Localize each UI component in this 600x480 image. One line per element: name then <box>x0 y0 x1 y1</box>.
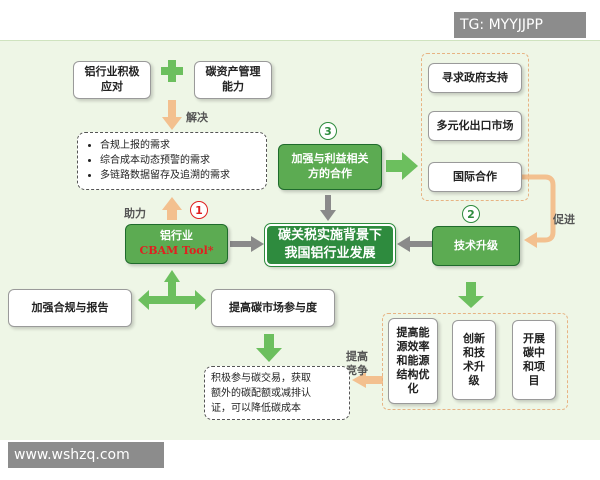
solve-arrow <box>162 100 182 130</box>
al-positive-box: 铝行业积极 应对 <box>73 61 151 99</box>
cbam-tool-box: 铝行业 CBAM Tool* <box>125 224 228 264</box>
need-item: 综合成本动态预警的需求 <box>100 153 262 168</box>
help-arrow <box>162 197 182 220</box>
promote-arrow <box>520 174 556 243</box>
badge-two: 2 <box>462 205 480 223</box>
need-item: 多链路数据留存及追溯的需求 <box>100 168 262 183</box>
cbam-to-center-arrow <box>230 236 264 252</box>
cbam-line2: CBAM Tool* <box>139 244 214 257</box>
carbon-market-box: 提高碳市场参与度 <box>211 289 335 327</box>
strengthen-coop-box: 加强与利益相关 方的合作 <box>278 144 382 190</box>
right-group-frame <box>421 53 529 201</box>
intl-coop-box: 国际合作 <box>428 162 522 192</box>
promote-label: 促进 <box>553 213 575 226</box>
asset-mgmt-box: 碳资产管理 能力 <box>194 61 272 99</box>
solve-label: 解决 <box>186 111 208 124</box>
raise-competition-label: 提高 竞争 <box>346 350 368 377</box>
center-box: 碳关税实施背景下 我国铝行业发展 <box>264 223 396 267</box>
carbon-neutral-project-box: 开展 碳中 和项 目 <box>512 320 556 400</box>
tech-to-center-arrow <box>397 236 432 252</box>
watermark-bottom: www.wshzq.com <box>8 442 164 468</box>
help-label: 助力 <box>124 207 146 220</box>
badge-three: 3 <box>319 122 337 140</box>
watermark-top: TG: MYYJJPP <box>454 12 586 38</box>
tech-to-bottom-arrow <box>458 282 484 308</box>
coop-to-group-arrow <box>386 152 418 180</box>
bottom-group-frame <box>382 313 568 410</box>
tech-upgrade-box: 技术升级 <box>432 226 520 266</box>
need-item: 合规上报的需求 <box>100 138 262 153</box>
badge-one: 1 <box>190 201 208 219</box>
compliance-box: 加强合规与报告 <box>8 289 132 327</box>
gov-support-box: 寻求政府支持 <box>428 63 522 93</box>
energy-efficiency-box: 提高能 源效率 和能源 结构优 化 <box>388 318 438 404</box>
needs-list: 合规上报的需求 综合成本动态预警的需求 多链路数据留存及追溯的需求 <box>88 138 262 183</box>
needs-box: 合规上报的需求 综合成本动态预警的需求 多链路数据留存及追溯的需求 <box>77 132 267 190</box>
cbam-line1: 铝行业 <box>160 229 193 243</box>
market-to-trade-arrow <box>256 334 282 362</box>
carbon-trade-box: 积极参与碳交易，获取 额外的碳配额或减排认 证，可以降低碳成本 <box>204 366 350 420</box>
plus-icon <box>161 60 183 82</box>
raise-competition-arrow <box>352 372 383 388</box>
innovation-box: 创新 和技 术升 级 <box>452 320 496 400</box>
four-way-arrow <box>138 270 206 310</box>
coop-to-center-arrow <box>320 195 336 221</box>
export-market-box: 多元化出口市场 <box>428 111 522 141</box>
